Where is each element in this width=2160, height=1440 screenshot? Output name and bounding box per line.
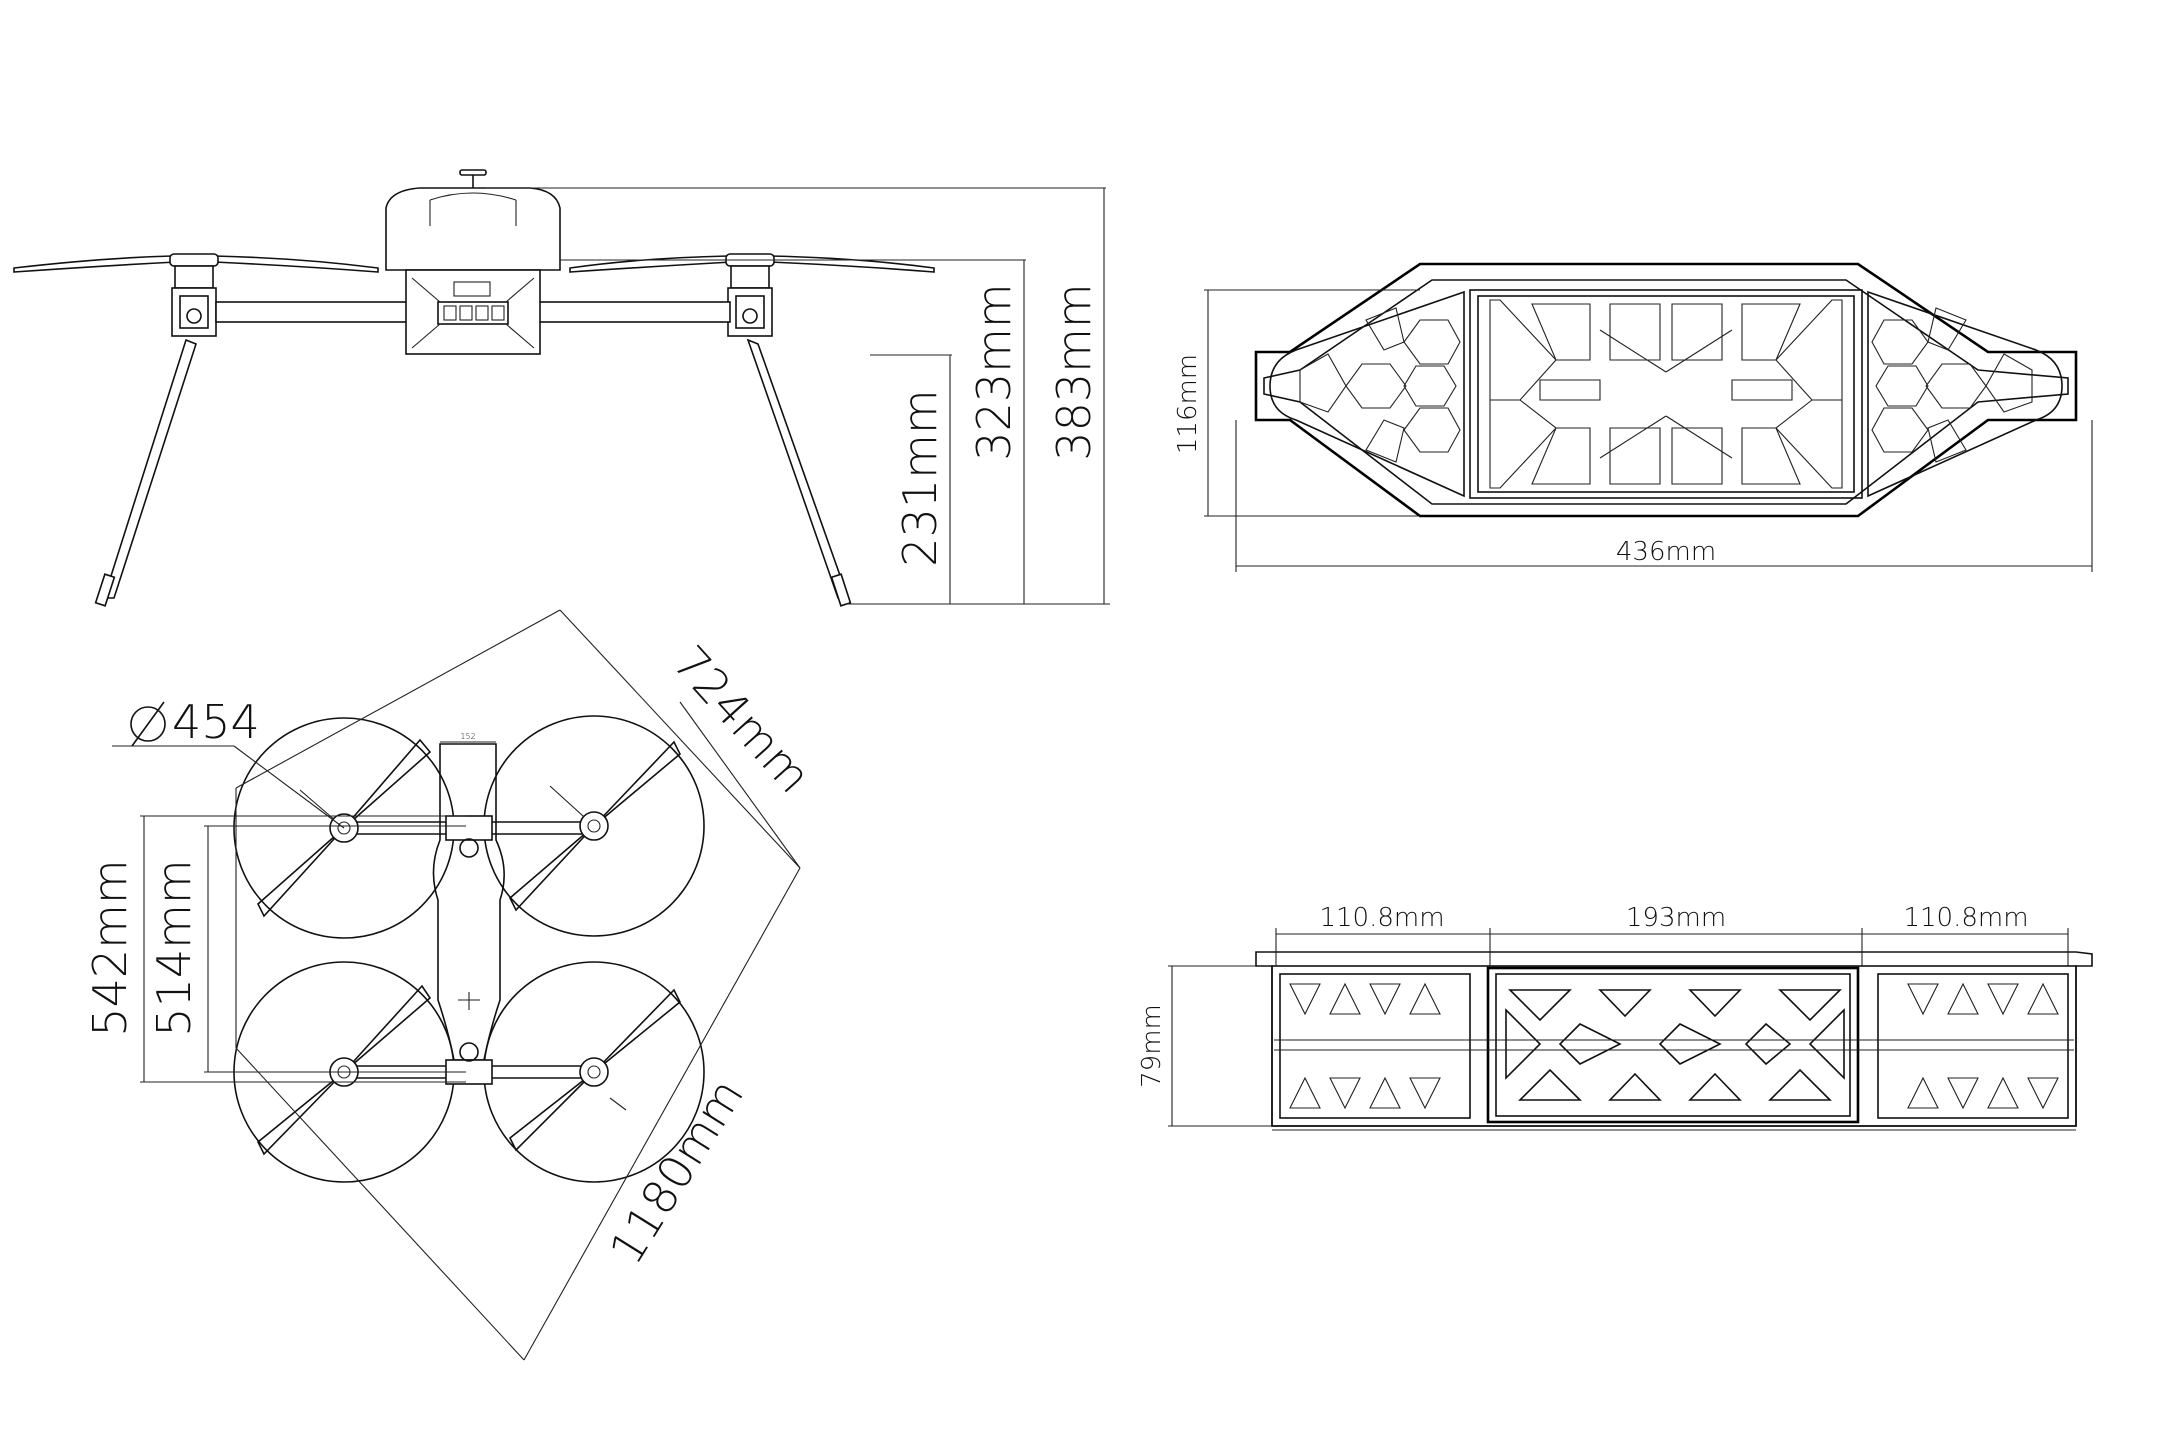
dim-724mm: 724mm	[662, 635, 821, 803]
dim-383mm: 383mm	[1047, 283, 1101, 460]
right-honeycomb	[1871, 307, 2033, 463]
dim-436mm: 436mm	[1616, 537, 1716, 567]
right-propeller	[569, 253, 935, 273]
drone-body	[385, 169, 561, 355]
drone-top-view: 152	[83, 609, 821, 1361]
diagonal-bounding-box	[235, 609, 801, 1361]
dim-116mm: 116mm	[1173, 354, 1203, 454]
dim-left-110-8mm: 110.8mm	[1319, 903, 1444, 933]
left-propeller	[13, 253, 379, 273]
drone-side-view: 231mm 323mm 383mm	[13, 169, 1110, 607]
landing-legs	[94, 338, 852, 607]
dim-right-110-8mm: 110.8mm	[1903, 903, 2028, 933]
middle-x-pattern	[1505, 989, 1845, 1101]
frame-top-dimension-lines	[1204, 289, 2093, 572]
dim-center-152: 152	[460, 732, 475, 741]
dim-79mm: 79mm	[1137, 1004, 1167, 1088]
diameter-leader	[112, 701, 345, 829]
left-honeycomb	[1299, 307, 1461, 463]
dim-1180mm: 1180mm	[599, 1070, 754, 1274]
left-motor	[171, 265, 217, 337]
side-dimension-lines	[486, 187, 1110, 605]
side-triangles	[1289, 982, 2059, 1110]
dim-middle-193mm: 193mm	[1626, 903, 1726, 933]
span-dimension-lines	[140, 815, 466, 1083]
frame-top-view: 116mm 436mm	[1173, 262, 2093, 572]
frame-side-view: 110.8mm 193mm 110.8mm 79mm	[1137, 903, 2093, 1131]
dim-diameter-454: 454	[172, 695, 260, 749]
dim-323mm: 323mm	[967, 283, 1021, 460]
top-propellers	[256, 738, 682, 1156]
top-motors	[329, 811, 609, 1087]
right-motor	[727, 265, 773, 337]
dim-542mm: 542mm	[83, 859, 137, 1036]
center-cells	[1489, 299, 1843, 489]
dim-231mm: 231mm	[893, 389, 947, 566]
frame-side-dimension-lines	[1168, 928, 2069, 1127]
dim-514mm: 514mm	[147, 859, 201, 1036]
